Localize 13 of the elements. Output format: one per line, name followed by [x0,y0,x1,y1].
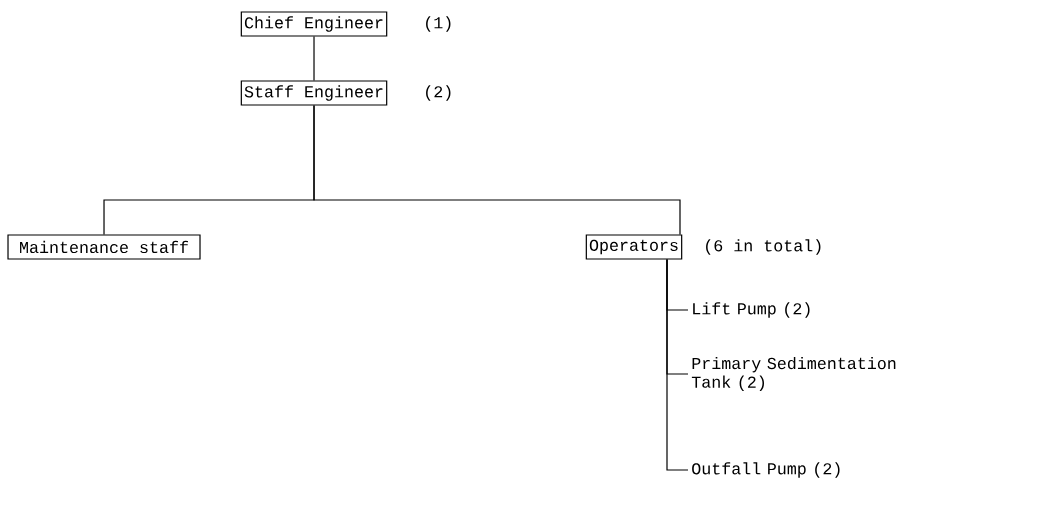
sub-item-text: Lift Pump (2) [693,302,810,318]
title-box: Staff Engineer [240,80,388,106]
count-label: (2) [426,85,451,101]
count-label: (1) [426,16,451,32]
connector-line [313,105,681,235]
bracket-line [666,259,689,471]
sub-item-text: Primary Sedimentation Tank (2) [691,356,896,392]
title-box: Chief Engineer [240,11,388,37]
title-box: Operators [585,234,683,260]
count-label: (6 in total) [706,239,821,255]
sub-item-text: Outfall Pump (2) [692,462,840,478]
title-box: Maintenance staff [7,234,201,260]
connector-line [313,36,315,81]
